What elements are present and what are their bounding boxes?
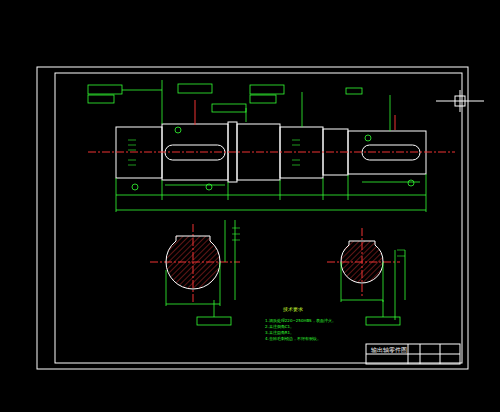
note-line: 4.去除毛刺锐边，不得有裂纹。 xyxy=(265,336,321,341)
title-block-text: 输出轴零件图 xyxy=(371,346,407,353)
note-line: 2.未注倒角C1。 xyxy=(265,324,294,329)
notes-heading: 技术要求 xyxy=(283,306,303,312)
note-line: 3.未注圆角R1。 xyxy=(265,330,294,335)
note-line: 1.调质处理220~250HBS，表面淬火。 xyxy=(265,318,336,323)
